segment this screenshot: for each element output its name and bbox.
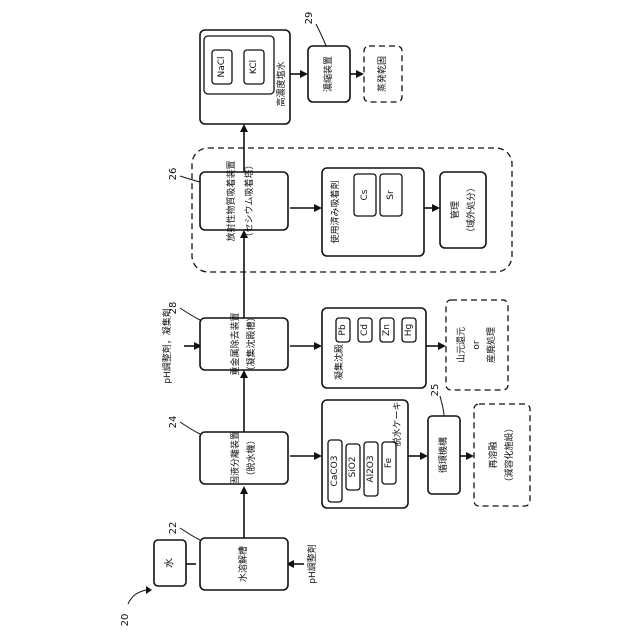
arrowhead-to-sediment <box>314 342 322 350</box>
dissolution-tank-ref: 22 <box>168 522 179 535</box>
brine-label: 高濃度塩水 <box>275 61 287 106</box>
brine-item-nacl: NaCl <box>217 56 227 77</box>
sediment-item-zn: Zn <box>382 324 392 336</box>
remelt-sub: （減容化施設） <box>503 423 515 486</box>
used-item-cs: Cs <box>360 189 370 200</box>
heavymetal-leader <box>180 308 200 320</box>
sediment-item-hg: Hg <box>404 324 414 336</box>
reagent-label: pH調整剤，凝集剤 <box>161 308 173 383</box>
arrowhead-to-remelt <box>466 452 474 460</box>
adsorption-label: 放射性物質吸着装置 <box>225 160 237 241</box>
adsorption-sub: （セシウム吸着塔） <box>243 160 255 241</box>
remelt-label: 再溶融 <box>487 441 499 468</box>
circulation-leader <box>440 396 444 416</box>
management-sub: （域外処分） <box>465 183 477 237</box>
used-adsorbent-label: 使用済み吸着剤 <box>329 180 341 243</box>
cake-item-fe: Fe <box>384 457 394 468</box>
ph-agent-label: pH調整剤 <box>306 544 318 583</box>
heavymetal-sub: （凝集沈殿槽） <box>245 312 257 375</box>
separator-ref: 24 <box>168 416 179 429</box>
industrial-waste-label: 産廃処理 <box>485 327 497 363</box>
heavymetal-box <box>200 318 288 370</box>
dewatered-cake-label: 脱水ケーキ <box>391 401 403 446</box>
separator-box <box>200 432 288 484</box>
figure-ref-arrowhead <box>146 586 152 594</box>
arrowhead-to-mine <box>438 342 446 350</box>
circulation-ref: 25 <box>430 384 441 397</box>
separator-leader <box>180 422 200 434</box>
separator-sub: （脱水機） <box>245 435 257 480</box>
figure-reference: 20 <box>120 586 152 626</box>
mine-return-or: or <box>472 340 482 350</box>
management-label: 管理 <box>449 201 461 219</box>
brine-item-kcl: KCl <box>249 60 259 74</box>
management-box <box>440 172 486 248</box>
water-label: 水 <box>164 558 176 568</box>
concentrator-ref: 29 <box>304 12 315 25</box>
separator-label: 固液分離装置 <box>229 431 241 485</box>
dissolution-tank-leader <box>180 528 200 540</box>
figure-ref-leader <box>128 590 146 604</box>
arrowhead-to-brine <box>240 124 248 132</box>
arrowhead-to-evaporation <box>356 70 364 78</box>
cake-item-caco3: CaCO3 <box>330 456 340 487</box>
concentrator-label: 濃縮装置 <box>322 56 334 92</box>
arrowhead-to-used <box>314 204 322 212</box>
used-item-sr: Sr <box>386 190 396 200</box>
cake-item-al2o3: Al2O3 <box>366 455 376 482</box>
evaporation-label: 蒸発乾固 <box>376 56 388 92</box>
arrowhead-to-concentrator <box>300 70 308 78</box>
dissolution-tank-label: 水溶解槽 <box>237 546 249 582</box>
remelt-box <box>474 404 530 506</box>
cake-item-sio2: SiO2 <box>348 456 358 477</box>
adsorption-ref: 26 <box>168 168 179 181</box>
circulation-label: 循環機構 <box>437 437 449 473</box>
concentrator-leader <box>316 24 326 46</box>
heavymetal-label: 重金属除去装置 <box>229 312 241 375</box>
arrowhead-to-management <box>432 204 440 212</box>
mine-return-label: 山元還元 <box>455 327 467 363</box>
arrowhead-to-separator <box>240 486 248 494</box>
adsorption-leader <box>180 176 200 182</box>
figure-ref-label: 20 <box>120 614 131 627</box>
sediment-label: 凝集沈殿 <box>333 344 345 380</box>
arrowhead-to-circulation <box>420 452 428 460</box>
adsorption-box <box>200 172 288 230</box>
arrowhead-to-cake <box>314 452 322 460</box>
sediment-item-pb: Pb <box>338 324 348 335</box>
sediment-item-cd: Cd <box>360 324 370 336</box>
